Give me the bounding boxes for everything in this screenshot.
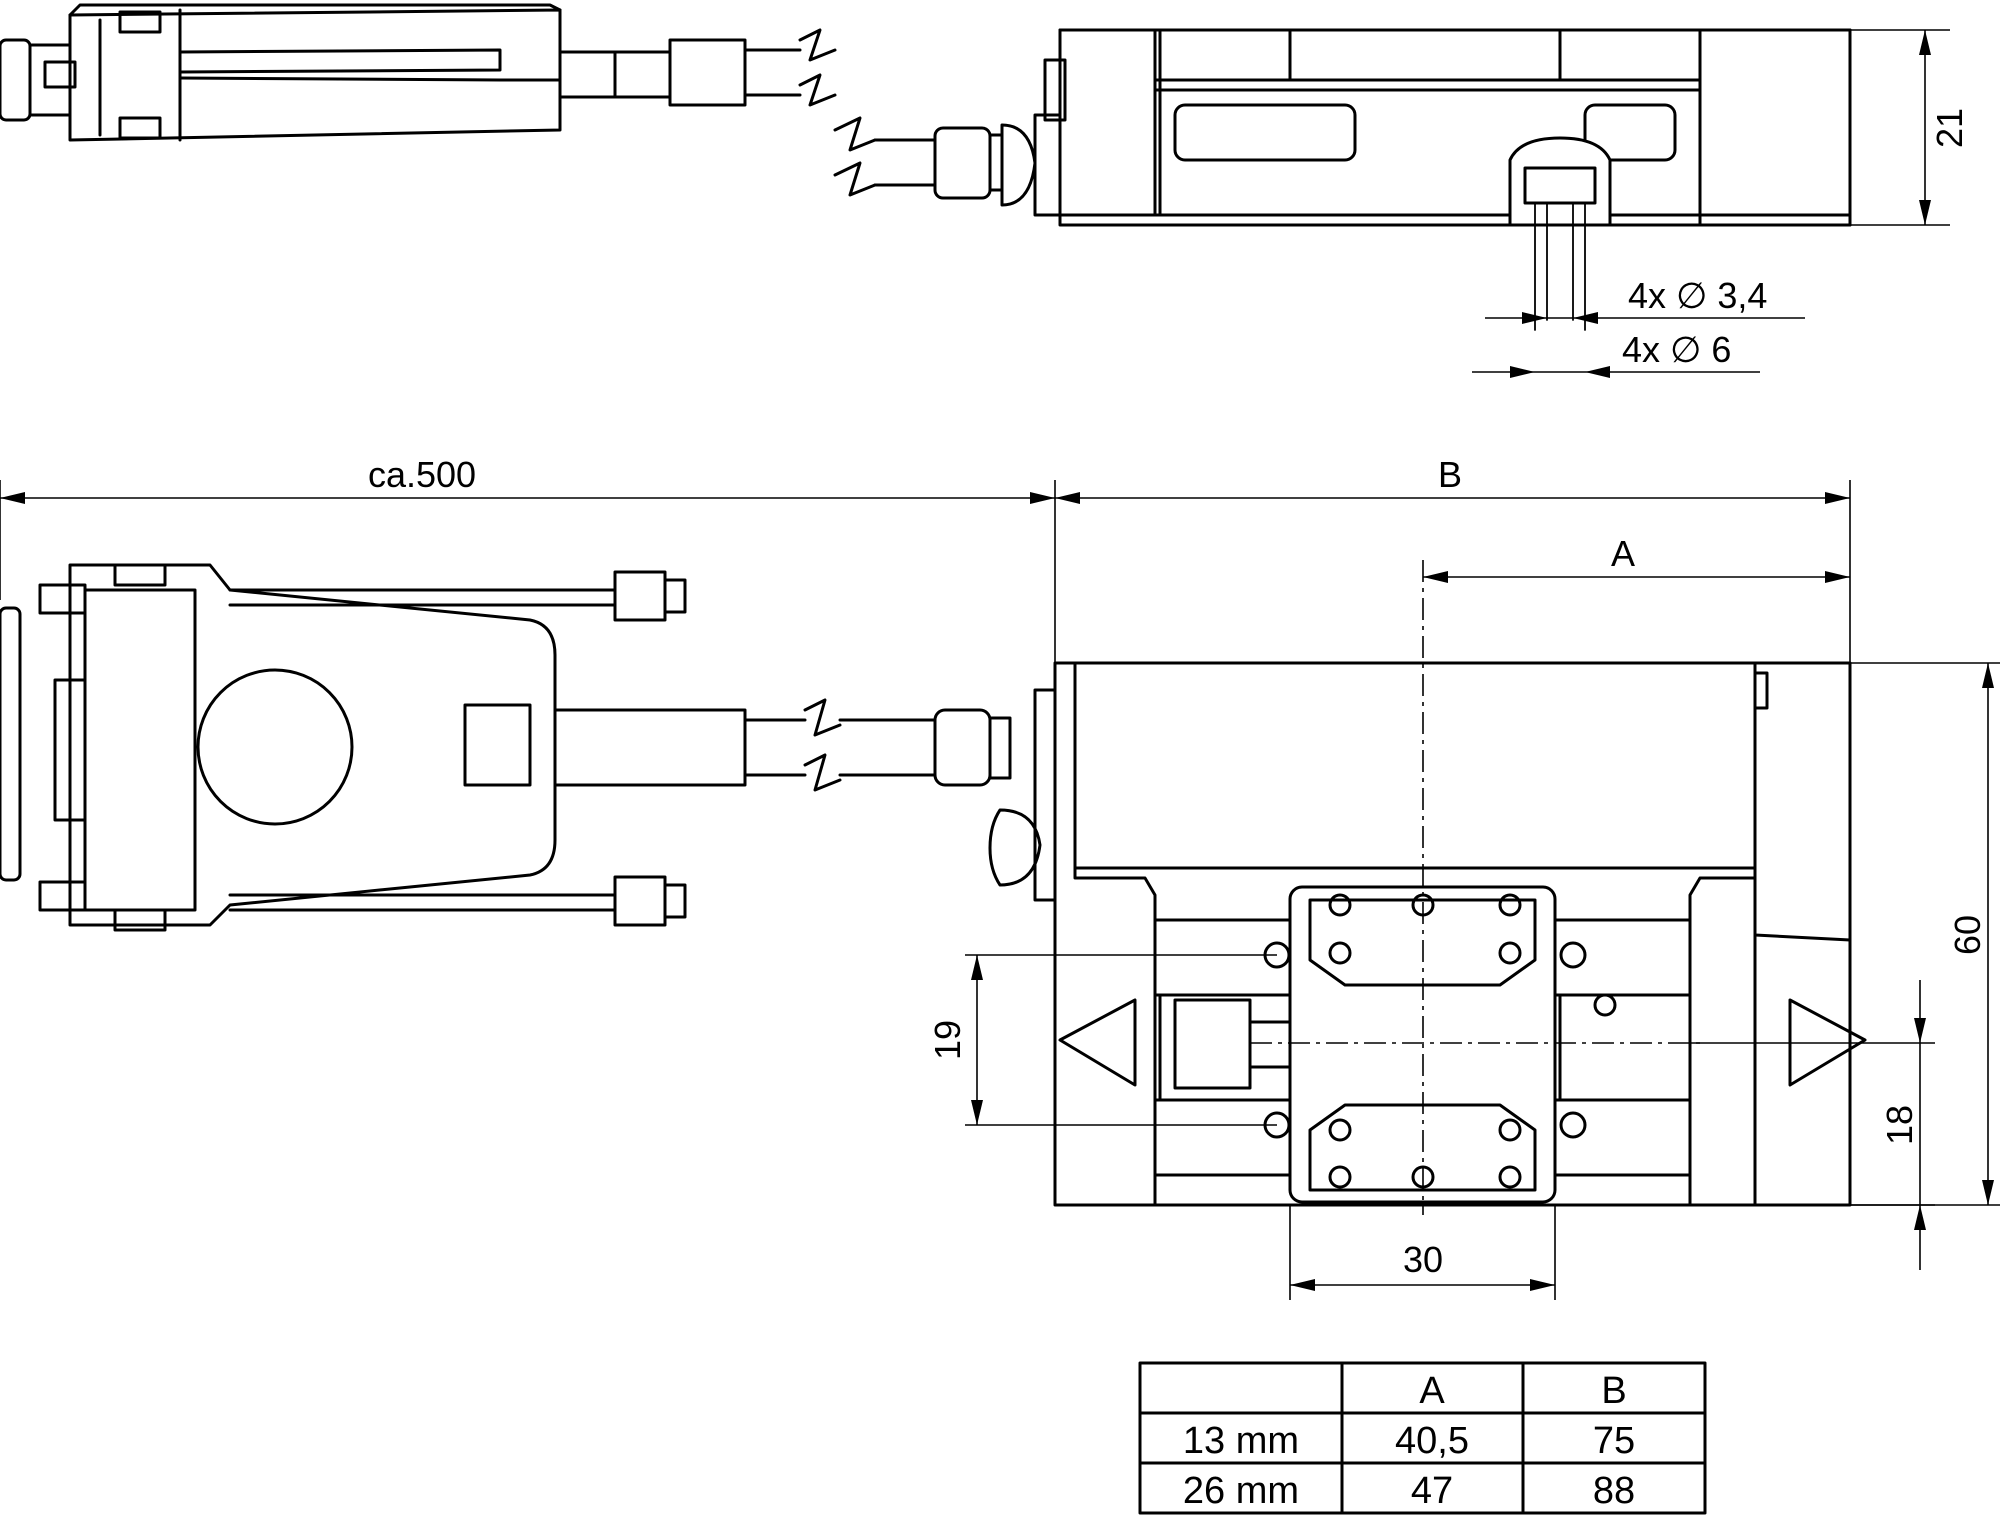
table-header-b: B [1601,1370,1626,1412]
dim-a-label: A [1611,533,1635,574]
dim-cable-length-label: ca.500 [368,454,476,495]
table-row-1-size: 13 mm [1183,1420,1299,1462]
dim-21-label: 21 [1929,108,1970,148]
table-header-a: A [1419,1370,1445,1412]
table-row-1-a: 40,5 [1395,1420,1469,1462]
size-table: A B 13 mm 40,5 75 26 mm 47 88 [1138,1361,1707,1515]
table-row-2-a: 47 [1411,1470,1453,1512]
dim-19-label: 19 [927,1020,968,1060]
bottom-left-top-view [0,563,842,932]
bottom-right-top-view [838,560,1867,1215]
dim-hole-small-label: 4x ∅ 3,4 [1628,275,1767,316]
dim-b-label: B [1438,454,1462,495]
table-row-2-size: 26 mm [1183,1470,1299,1512]
dimension-labels: 21 4x ∅ 3,4 4x ∅ 6 ca.500 B A 60 19 18 3… [368,108,1988,1280]
dim-18-label: 18 [1879,1105,1920,1145]
top-right-side-view [833,28,1950,378]
dim-hole-large-label: 4x ∅ 6 [1622,329,1731,370]
dim-60-label: 60 [1947,915,1988,955]
table-row-1-b: 75 [1593,1420,1635,1462]
dimension-lines [0,480,2000,1300]
top-left-side-view [0,3,837,142]
dim-30-label: 30 [1403,1239,1443,1280]
table-row-2-b: 88 [1593,1470,1635,1512]
